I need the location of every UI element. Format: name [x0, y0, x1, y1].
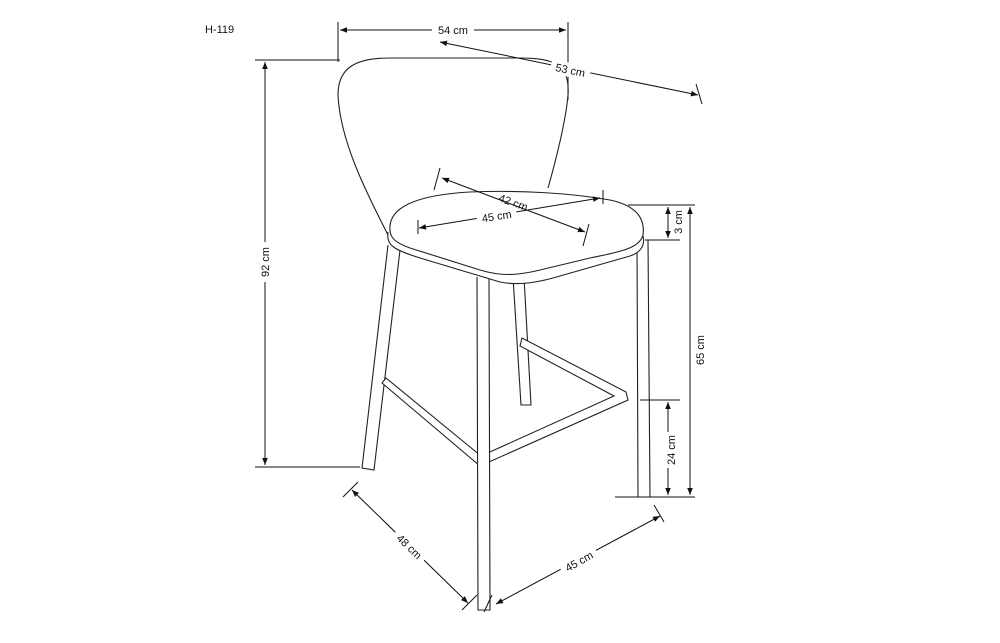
dimension-base-depth: 48 cm	[342, 481, 478, 611]
svg-text:65 cm: 65 cm	[695, 335, 707, 365]
dimension-base-width: 45 cm	[483, 504, 665, 613]
svg-text:3 cm: 3 cm	[673, 210, 685, 234]
dimension-seat-width: 45 cm	[417, 190, 604, 234]
dimension-seat-height: 65 cm	[615, 207, 707, 498]
left-leg	[361, 244, 401, 471]
svg-text:92 cm: 92 cm	[260, 247, 272, 277]
svg-text:45 cm: 45 cm	[481, 209, 512, 226]
product-code: H-119	[205, 24, 234, 36]
footrest	[381, 337, 629, 467]
dimension-footrest-height: 24 cm	[640, 399, 680, 495]
svg-text:54 cm: 54 cm	[438, 25, 468, 37]
svg-text:24 cm: 24 cm	[666, 435, 678, 465]
front-leg	[476, 276, 491, 611]
dimension-total-height: 92 cm	[255, 59, 360, 468]
stool-drawing	[337, 57, 651, 611]
dimension-seat-thickness: 3 cm	[628, 204, 695, 241]
right-leg	[636, 239, 651, 498]
dimension-top-depth: 53 cm	[439, 40, 703, 105]
